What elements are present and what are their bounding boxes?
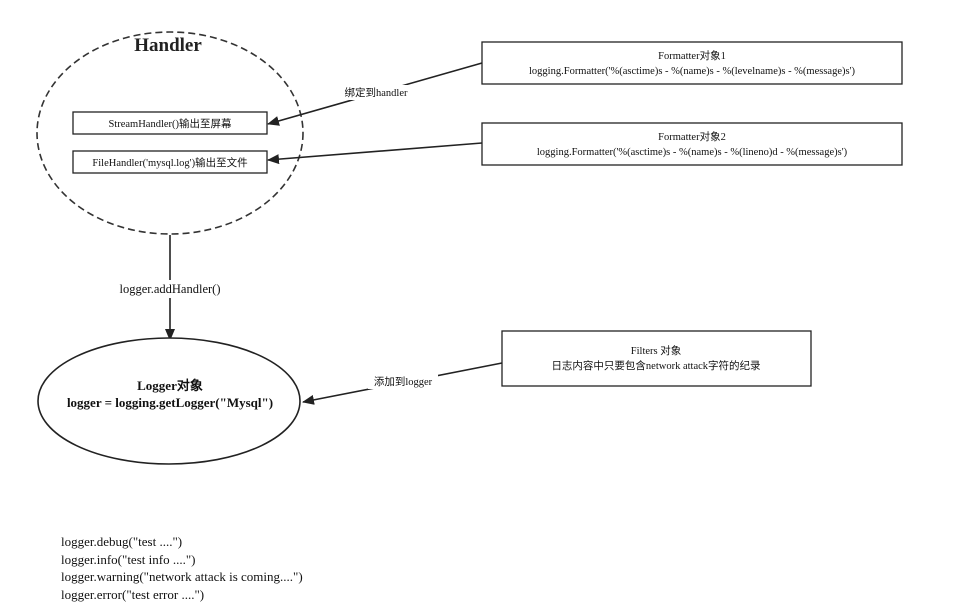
filters-description: 日志内容中只要包含network attack字符的纪录 xyxy=(551,359,760,372)
add-to-logger-label: 添加到logger xyxy=(374,375,433,388)
formatter2-title: Formatter对象2 xyxy=(658,130,726,143)
logger-usage-code-block: logger.debug("test ....") logger.info("t… xyxy=(61,533,303,603)
handler-group-title: Handler xyxy=(134,35,202,56)
filters-box xyxy=(501,330,812,387)
file-handler-label: FileHandler('mysql.log')输出至文件 xyxy=(92,156,247,169)
bind-label: 绑定到handler xyxy=(345,86,408,99)
handler-group-ellipse xyxy=(36,31,304,235)
formatter2-to-file-handler-arrow xyxy=(267,142,483,165)
code-line-info: logger.info("test info ....") xyxy=(61,551,196,567)
logger-code: logger = logging.getLogger("Mysql") xyxy=(67,395,273,410)
stream-handler-label: StreamHandler()输出至屏幕 xyxy=(108,117,232,130)
formatter2-box xyxy=(481,122,903,166)
formatter2-code: logging.Formatter('%(asctime)s - %(name)… xyxy=(537,147,848,158)
formatter1-title: Formatter对象1 xyxy=(658,49,726,62)
file-handler-box xyxy=(72,150,268,174)
add-handler-label-bg xyxy=(108,280,232,298)
code-line-debug: logger.debug("test ....") xyxy=(61,534,183,549)
code-line-error: logger.error("test error ....") xyxy=(61,586,205,602)
logger-title: Logger对象 xyxy=(137,378,203,393)
logger-ellipse xyxy=(37,337,301,465)
bind-label-bg xyxy=(337,85,415,100)
add-handler-label: logger.addHandler() xyxy=(119,282,220,296)
code-line-warning: logger.warning("network attack is coming… xyxy=(61,569,303,584)
add-to-logger-label-bg xyxy=(368,374,438,389)
stream-handler-box xyxy=(72,111,268,135)
formatter1-box xyxy=(481,41,903,85)
formatter1-code: logging.Formatter('%(asctime)s - %(name)… xyxy=(529,66,855,77)
filters-title: Filters 对象 xyxy=(631,344,681,357)
